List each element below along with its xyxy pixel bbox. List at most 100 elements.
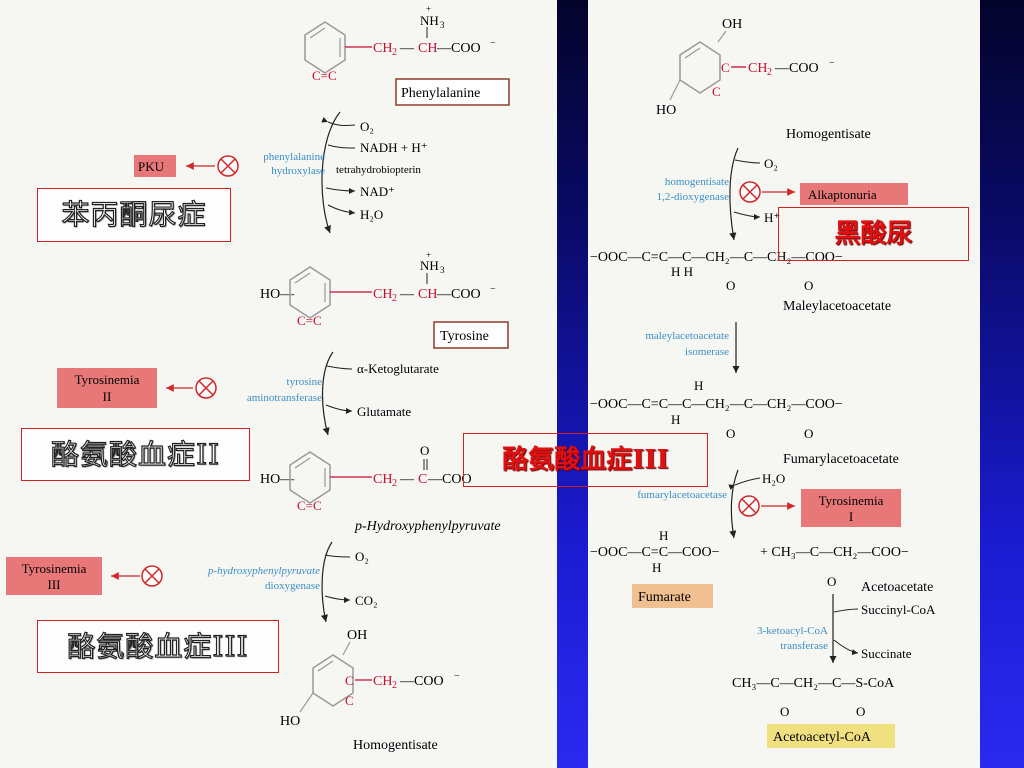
maleylacetoacetate-structure: −OOC—C=C—C—CH₂—C—CH₂—COO− H H O O (590, 250, 843, 293)
fumarate-label: Fumarate (632, 584, 713, 608)
svg-text:O: O (726, 278, 735, 293)
enzyme-ketoacyl-transferase-2: transferase (780, 640, 828, 652)
svg-text:H: H (694, 378, 703, 393)
svg-text:CH: CH (373, 41, 392, 56)
tyrosinemia-i-block: Tyrosinemia I (738, 489, 901, 527)
cofactor-akg: α-Ketoglutarate (357, 361, 439, 376)
svg-text:—: — (399, 41, 415, 56)
svg-text:−OOC—C=C—C—CH₂—C—CH₂—COO−: −OOC—C=C—C—CH₂—C—CH₂—COO− (590, 397, 843, 412)
cofactor-h2o-2: H₂O (762, 471, 785, 486)
svg-text:HO—: HO— (260, 287, 295, 302)
enzyme-hpp-dioxygenase-2: dioxygenase (265, 580, 320, 592)
svg-text:+: + (426, 4, 431, 14)
cofactor-succinate: Succinate (861, 646, 912, 661)
cofactor-o2-3: O₂ (764, 156, 778, 171)
homogentisate-left-label: Homogentisate (353, 738, 438, 753)
svg-text:Tyrosinemia: Tyrosinemia (22, 561, 87, 576)
svg-text:NH: NH (420, 258, 439, 273)
svg-text:2: 2 (392, 47, 397, 58)
enzyme-tyr-aminotransferase-1: tyrosine (287, 376, 323, 388)
svg-text:O: O (856, 704, 865, 719)
enzyme-hg-dioxygenase-1: homogentisate (665, 176, 729, 188)
svg-text:OH: OH (722, 17, 742, 32)
homogentisate-right-label: Homogentisate (786, 127, 871, 142)
svg-text:CH: CH (373, 674, 392, 689)
fumarylacetoacetate-structure: H −OOC—C=C—C—CH₂—C—CH₂—COO− H O O (590, 378, 843, 441)
fumarate-acetoacetate-structure: H −OOC—C=C—COO− H + CH₃—C—CH₂—COO− O (590, 528, 909, 589)
alkaptonuria-annotation: 黑酸尿 (778, 207, 969, 261)
svg-text:—COO: —COO (427, 472, 472, 487)
svg-text:−OOC—C=C—COO−: −OOC—C=C—COO− (590, 545, 720, 560)
svg-text:Tyrosinemia: Tyrosinemia (819, 493, 884, 508)
svg-text:—COO: —COO (436, 41, 481, 56)
svg-text:C: C (345, 693, 354, 708)
svg-text:3: 3 (440, 265, 445, 275)
cofactor-hplus: H⁺ (764, 210, 780, 225)
svg-text:O: O (726, 426, 735, 441)
svg-text:C=C: C=C (297, 313, 322, 328)
svg-text:−: − (454, 671, 460, 682)
svg-text:CH: CH (373, 472, 392, 487)
cofactor-o2: O₂ (360, 119, 374, 134)
svg-text:2: 2 (767, 67, 772, 78)
svg-text:CH: CH (418, 41, 437, 56)
pku-block: PKU (134, 155, 239, 177)
acetoacetate-label: Acetoacetate (861, 580, 933, 595)
tyrosinemia-ii-block: Tyrosinemia II (57, 368, 217, 408)
svg-text:O: O (804, 426, 813, 441)
svg-text:HO—: HO— (260, 472, 295, 487)
svg-text:Alkaptonuria: Alkaptonuria (808, 187, 877, 202)
svg-text:—COO: —COO (399, 674, 444, 689)
svg-text:Phenylalanine: Phenylalanine (401, 86, 480, 101)
svg-text:2: 2 (392, 293, 397, 304)
svg-text:2: 2 (392, 680, 397, 691)
tyrosinemia-iii-annotation: 酪氨酸血症III (37, 620, 279, 673)
cofactor-nad: NAD⁺ (360, 184, 395, 199)
acetoacetyl-coa-label: Acetoacetyl-CoA (767, 724, 895, 748)
svg-text:+: + (426, 250, 431, 260)
cofactor-bh4: tetrahydrobiopterin (336, 164, 421, 176)
cofactor-h2o: H₂O (360, 207, 383, 222)
tyrosinemia-iii-block: Tyrosinemia III (6, 557, 163, 595)
svg-text:—: — (399, 287, 415, 302)
acetoacetyl-coa-structure: CH₃—C—CH₂—C—S-CoA O O (732, 676, 895, 719)
enzyme-faa-hydrolase: fumarylacetoacetase (637, 489, 727, 501)
svg-text:C=C: C=C (312, 68, 337, 83)
enzyme-phe-hydroxylase-2: hydroxylase (271, 165, 325, 177)
svg-text:OH: OH (347, 628, 367, 643)
enzyme-phe-hydroxylase-1: phenylalanine (263, 151, 325, 163)
svg-text:H H: H H (671, 264, 693, 279)
cofactor-succinyl-coa: Succinyl-CoA (861, 602, 936, 617)
svg-text:I: I (849, 509, 853, 524)
alkaptonuria-block: Alkaptonuria (739, 181, 908, 205)
svg-text:III: III (48, 577, 61, 592)
tyrosinemia-ii-annotation: 酪氨酸血症II (21, 428, 250, 481)
cofactor-co2: CO₂ (355, 593, 378, 608)
svg-text:—COO: —COO (436, 287, 481, 302)
svg-text:Tyrosinemia: Tyrosinemia (75, 372, 140, 387)
svg-text:O: O (780, 704, 789, 719)
svg-text:−: − (829, 58, 835, 69)
svg-text:PKU: PKU (138, 159, 165, 174)
svg-text:—: — (399, 472, 415, 487)
enzyme-hpp-dioxygenase-1: p-hydroxyphenylpyruvate (207, 565, 320, 577)
svg-text:C: C (712, 84, 721, 99)
svg-text:C: C (345, 673, 354, 688)
phenylalanine-label: Phenylalanine (395, 78, 510, 106)
svg-text:CH: CH (418, 287, 437, 302)
svg-text:H: H (652, 560, 661, 575)
cofactor-o2-2: O₂ (355, 549, 369, 564)
svg-text:H: H (671, 412, 680, 427)
svg-text:C=C: C=C (297, 498, 322, 513)
svg-text:O: O (827, 574, 836, 589)
svg-text:NH: NH (420, 13, 439, 28)
enzyme-maa-isomerase-1: maleylacetoacetate (645, 330, 729, 342)
svg-text:HO: HO (280, 714, 300, 729)
enzyme-maa-isomerase-2: isomerase (685, 346, 729, 358)
svg-text:+ CH₃—C—CH₂—COO−: + CH₃—C—CH₂—COO− (760, 545, 909, 560)
svg-text:O: O (420, 443, 429, 458)
enzyme-tyr-aminotransferase-2: aminotransferase (247, 392, 322, 404)
